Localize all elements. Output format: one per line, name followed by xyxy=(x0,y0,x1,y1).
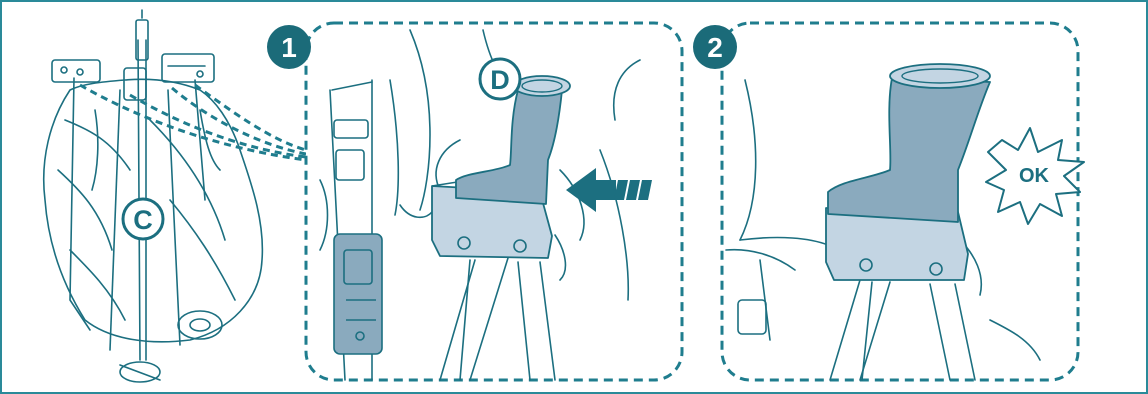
label-c-text: C xyxy=(133,205,153,235)
step-1-clip xyxy=(334,234,382,354)
step-2-badge: 2 xyxy=(693,25,737,69)
step-1-badge: 1 xyxy=(267,25,311,69)
step-1-panel: D 1 xyxy=(267,23,682,380)
label-c: C xyxy=(123,199,163,239)
step-1-number: 1 xyxy=(281,32,297,63)
label-d-text: D xyxy=(490,65,510,95)
label-d: D xyxy=(480,59,520,99)
step-2-number: 2 xyxy=(707,32,723,63)
step-2-panel: OK 2 xyxy=(693,23,1084,380)
ok-text: OK xyxy=(1019,165,1050,187)
